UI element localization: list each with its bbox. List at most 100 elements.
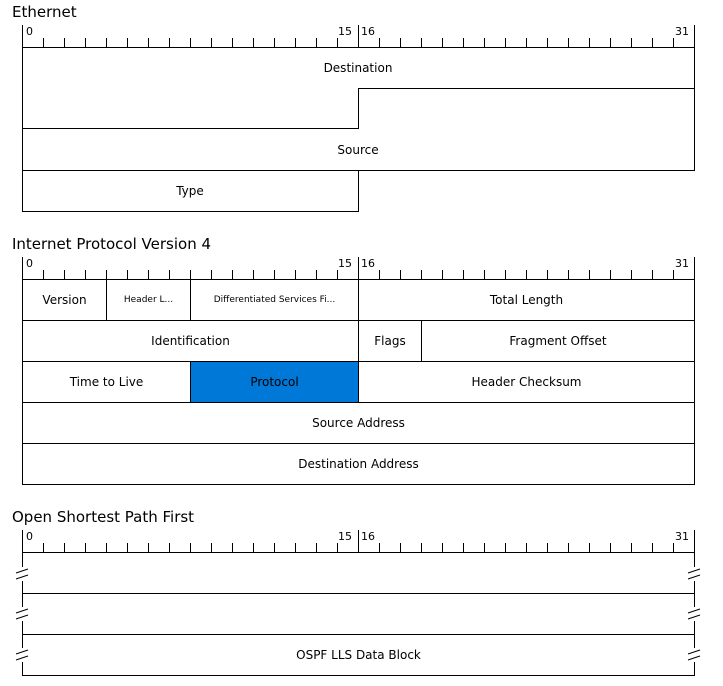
ruler-tick	[589, 38, 590, 47]
field-identification[interactable]: Identification	[151, 334, 230, 348]
field-flags[interactable]: Flags	[374, 334, 406, 348]
ospf-title: Open Shortest Path First	[12, 508, 195, 526]
ruler-tick	[211, 38, 212, 47]
ruler-tick	[43, 38, 44, 47]
ruler-tick	[463, 543, 464, 552]
ruler-tick	[358, 257, 359, 279]
field-total-length[interactable]: Total Length	[489, 293, 564, 307]
ruler-tick	[463, 270, 464, 279]
bit-number-end: 31	[675, 25, 689, 38]
ruler-tick	[421, 543, 422, 552]
ruler-tick	[442, 270, 443, 279]
ruler-tick	[253, 270, 254, 279]
break-mark-icon	[687, 608, 701, 620]
ruler-tick	[673, 270, 674, 279]
field-type[interactable]: Type	[176, 184, 204, 198]
ruler-tick	[190, 543, 191, 552]
ruler-tick	[127, 543, 128, 552]
ruler-tick	[274, 38, 275, 47]
ruler-tick	[484, 38, 485, 47]
field-header-checksum[interactable]: Header Checksum	[471, 375, 582, 389]
ospf-row-1[interactable]	[23, 553, 694, 593]
bit-number-start: 0	[26, 530, 33, 543]
ruler-tick	[652, 270, 653, 279]
field-time-to-live[interactable]: Time to Live	[69, 375, 144, 389]
ruler-tick	[610, 270, 611, 279]
bit-number-mid-left: 15	[338, 530, 352, 543]
bit-number-start: 0	[26, 257, 33, 270]
ruler-tick	[547, 270, 548, 279]
field-fragment-offset[interactable]: Fragment Offset	[509, 334, 607, 348]
field-source[interactable]: Source	[337, 143, 379, 157]
bit-number-mid-right: 16	[361, 257, 375, 270]
ruler-tick	[547, 543, 548, 552]
ruler-tick	[22, 530, 23, 552]
field-destination-address[interactable]: Destination Address	[298, 457, 419, 471]
ruler-tick	[526, 270, 527, 279]
ipv4-title: Internet Protocol Version 4	[12, 235, 212, 253]
ruler-tick	[274, 543, 275, 552]
ruler-tick	[673, 38, 674, 47]
field-ospf-lls-data-block[interactable]: OSPF LLS Data Block	[296, 648, 421, 662]
ruler-tick	[694, 257, 695, 279]
ruler-tick	[547, 38, 548, 47]
ruler-tick	[589, 543, 590, 552]
ruler-tick	[694, 530, 695, 552]
ruler-tick	[337, 270, 338, 279]
ruler-tick	[526, 543, 527, 552]
ruler-tick	[484, 543, 485, 552]
ruler-tick	[190, 38, 191, 47]
ruler-tick	[64, 270, 65, 279]
ruler-tick	[589, 270, 590, 279]
ruler-tick	[316, 38, 317, 47]
ruler-tick	[64, 543, 65, 552]
field-differentiated-services[interactable]: Differentiated Services Fi...	[213, 295, 336, 305]
ruler-tick	[631, 543, 632, 552]
ruler-tick	[652, 38, 653, 47]
ruler-tick	[400, 543, 401, 552]
field-source-address[interactable]: Source Address	[312, 416, 405, 430]
ruler-tick	[148, 270, 149, 279]
ospf-row-2[interactable]	[23, 594, 694, 634]
ruler-tick	[295, 38, 296, 47]
ruler-tick	[169, 270, 170, 279]
ruler-tick	[232, 38, 233, 47]
bit-number-mid-left: 15	[338, 257, 352, 270]
ruler-tick	[379, 38, 380, 47]
field-version[interactable]: Version	[42, 293, 87, 307]
bit-number-start: 0	[26, 25, 33, 38]
bit-number-end: 31	[675, 530, 689, 543]
ruler-tick	[64, 38, 65, 47]
ruler-tick	[379, 543, 380, 552]
bit-number-mid-right: 16	[361, 25, 375, 38]
ruler-tick	[568, 270, 569, 279]
ruler-tick	[295, 543, 296, 552]
ruler-tick	[232, 543, 233, 552]
break-mark-icon	[15, 568, 29, 580]
field-destination[interactable]: Destination	[323, 61, 393, 75]
ruler-tick	[400, 270, 401, 279]
ruler-tick	[127, 270, 128, 279]
ruler-tick	[463, 38, 464, 47]
ruler-tick	[484, 270, 485, 279]
ruler-tick	[211, 270, 212, 279]
ruler-tick	[442, 38, 443, 47]
ruler-tick	[505, 270, 506, 279]
bit-number-mid-right: 16	[361, 530, 375, 543]
ruler-tick	[652, 543, 653, 552]
ruler-tick	[442, 543, 443, 552]
ruler-tick	[337, 38, 338, 47]
ruler-tick	[358, 25, 359, 47]
ethernet-title: Ethernet	[12, 3, 77, 21]
ruler-tick	[253, 38, 254, 47]
ruler-tick	[190, 270, 191, 279]
ruler-tick	[148, 543, 149, 552]
field-header-length[interactable]: Header L...	[123, 295, 174, 305]
break-mark-icon	[15, 649, 29, 661]
field-protocol[interactable]: Protocol	[191, 362, 358, 402]
ruler-tick	[148, 38, 149, 47]
ruler-tick	[169, 543, 170, 552]
ruler-tick	[316, 543, 317, 552]
break-mark-icon	[15, 608, 29, 620]
